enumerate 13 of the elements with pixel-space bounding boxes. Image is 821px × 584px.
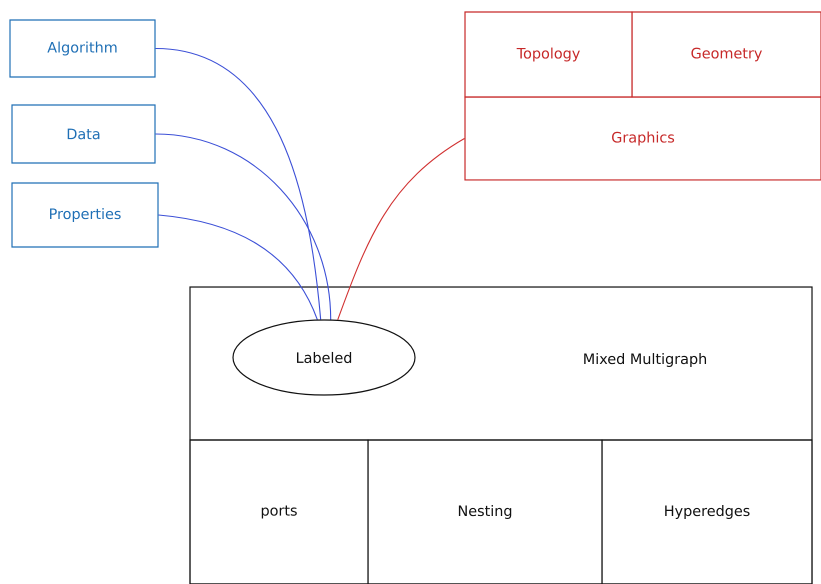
connector-line bbox=[156, 133, 332, 320]
input-box: Algorithm bbox=[9, 19, 156, 78]
connector-line bbox=[158, 214, 318, 320]
input-box: Data bbox=[11, 104, 156, 164]
table-cell: ports bbox=[189, 439, 369, 584]
connector-line bbox=[337, 138, 465, 320]
table-cell: Geometry bbox=[631, 11, 821, 98]
table-cell: Topology bbox=[464, 11, 633, 98]
table-cell: Graphics bbox=[464, 96, 821, 181]
input-box: Properties bbox=[11, 182, 159, 248]
table-cell: Nesting bbox=[367, 439, 603, 584]
connector-line bbox=[156, 48, 322, 320]
table-cell: Hyperedges bbox=[601, 439, 813, 584]
